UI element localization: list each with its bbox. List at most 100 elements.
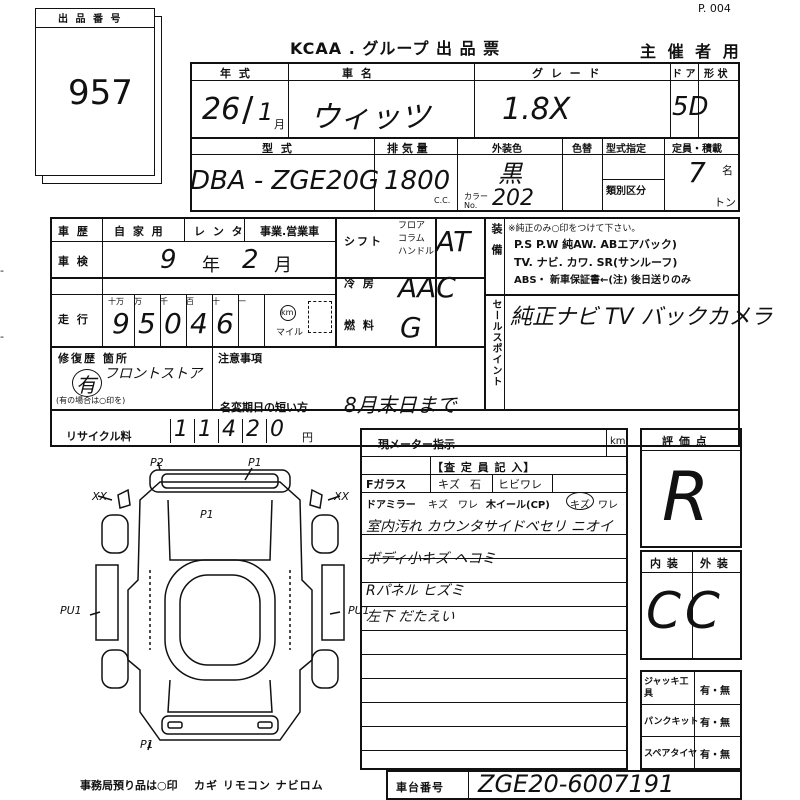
mileage-digit-label: 万 [134, 297, 142, 306]
mileage-digit: 6 [216, 307, 234, 340]
recycle-digit: 2 [246, 417, 260, 442]
remark-4: 左下 だたえい [366, 609, 455, 625]
model-value: ウィッツ [310, 100, 430, 135]
equipment-label: 装 備 [490, 223, 503, 258]
inspection-label: 車 検 [58, 255, 90, 268]
mark-top-left: P2 [150, 456, 164, 469]
mileage-digit: 9 [112, 307, 130, 340]
mileage-digit-label: 一 [238, 297, 246, 306]
shift-label: シフト [344, 235, 383, 248]
equipment-line2: TV. ナビ. カワ. SR(サンルーフ) [514, 256, 678, 269]
listing-box: 出 品 番 号 957 [35, 8, 155, 176]
mirror-opt-1: キズ [428, 500, 448, 511]
recycle-digit: 1 [174, 417, 188, 442]
wheel-opt-1: キズ [570, 500, 590, 511]
mark-top-right: P1 [248, 456, 262, 469]
grade-label: グ レ ー ド [532, 67, 602, 80]
model-code-value: DBA - ZGE20G [190, 166, 380, 196]
meter-unit: km [610, 436, 626, 447]
inspect-label: 【査 定 員 記 入】 [432, 461, 536, 474]
mileage-digit-label: 十 [212, 297, 220, 306]
interior-exterior-value: CC [646, 582, 724, 640]
mark-hood: P1 [200, 508, 214, 521]
km-unit: km [281, 308, 294, 317]
condition-grid: 車 歴 自 家 用 レ ン タ 事業.営業車 車 検 9 年 2 月 走 行 k… [50, 217, 772, 447]
mileage-digit-label: 千 [160, 297, 168, 306]
exterior-label: 外 装 [700, 557, 729, 570]
chassis-value: ZGE20-6007191 [478, 770, 675, 798]
chassis-label: 車台番号 [396, 781, 444, 794]
year-value: 26 [202, 92, 241, 127]
ext-color-value: 黒 [498, 160, 522, 188]
recycle-digit: 0 [270, 417, 284, 442]
sales-point-label: セールスポイント [490, 299, 501, 387]
puncture-kit-label: パンクキット [644, 717, 699, 727]
shift-handle: ハンドル [398, 247, 435, 257]
recycle-digit: 1 [198, 417, 212, 442]
form-title: KCAA . グループ 出 品 票 [290, 39, 501, 58]
repair-handwritten: フロントストア [104, 366, 202, 382]
category-label: 類別区分 [606, 186, 646, 197]
displacement-label: 排 気 量 [387, 142, 428, 155]
repair-note: (有の場合は○印を) [56, 396, 126, 405]
meter-current-label: 現メーター指示 [378, 438, 455, 451]
history-label: 車 歴 [58, 225, 90, 238]
inspection-year-unit: 年 [202, 255, 220, 276]
cc-unit: C.C. [434, 196, 451, 205]
displacement-value: 1800 [384, 166, 451, 196]
glass-opt-1: キズ [438, 478, 460, 491]
repair-value: 有 [76, 373, 96, 397]
deadline-value: 8月末日まで [344, 393, 457, 417]
mark-right: XX [334, 490, 350, 503]
door-label: ド ア [672, 69, 696, 80]
people-unit: 名 [722, 164, 733, 177]
ac-value: AAC [398, 271, 456, 304]
inspection-year: 9 [160, 245, 177, 275]
mark-left-side: PU1 [60, 604, 82, 617]
sales-point-value: 純正ナビ TV バックカメラ [510, 305, 773, 330]
mark-left: XX [92, 490, 108, 503]
short-period-label: 名変期日の短い方 [220, 401, 308, 414]
mileage-box [308, 301, 332, 333]
mirror-label: ドアミラー [366, 500, 416, 511]
wheel-label: 木イール(CP) [486, 500, 550, 511]
vehicle-info-grid: 年 式 車 名 グ レ ー ド ド ア 形 状 26 / 1 月 ウィッツ 1.… [190, 62, 740, 212]
fuel-value: G [400, 311, 422, 344]
recycle-unit: 円 [302, 431, 313, 444]
page-number: P. 004 [698, 2, 731, 15]
color-change-label: 色替 [572, 144, 592, 155]
mark-right-side: PU1 [348, 604, 370, 617]
evaluation-box: 評 価 点 R [640, 428, 742, 548]
glass-label: Fガラス [366, 478, 407, 491]
glass-opt-2: 石 [470, 478, 481, 491]
inspection-month-unit: 月 [274, 255, 292, 276]
capacity-label: 定員・積載 [672, 144, 722, 155]
ext-color-label: 外装色 [492, 144, 522, 155]
ac-label: 冷 房 [344, 277, 376, 290]
office-note: 事務局預り品は○印 [80, 779, 178, 792]
spare-tire-label: スペアタイヤ [644, 749, 698, 759]
inspection-box: 現メーター指示 km 【査 定 員 記 入】 Fガラス キズ 石 ヒビワレ ドア… [360, 428, 628, 770]
chassis-box: 車台番号 ZGE20-6007191 [386, 770, 742, 800]
shift-column: コラム [398, 234, 425, 244]
repair-label: 修復歴 箇所 [58, 352, 129, 365]
evaluation-value: R [662, 458, 710, 537]
remark-2: ボディ小キズ ヘコミ [366, 551, 496, 567]
mileage-digit-label: 十万 [108, 297, 124, 306]
month-value: 1 [258, 98, 274, 126]
shift-floor: フロア [398, 221, 426, 231]
recycle-digit: 4 [222, 417, 236, 442]
mileage-digit-label: 百 [186, 297, 194, 306]
equipment-line1: P.S P.W 純AW. ABエアバック) [514, 238, 677, 251]
mile-unit: マイル [276, 328, 304, 338]
sponsor-label: 主 催 者 用 [640, 42, 742, 61]
remark-3: Rパネル ヒズミ [366, 583, 465, 599]
mileage-digit: 0 [164, 307, 182, 340]
history-private: 自 家 用 [114, 225, 165, 238]
ton-unit: トン [714, 196, 736, 209]
year-label: 年 式 [220, 67, 252, 80]
mileage-label: 走 行 [58, 313, 90, 326]
interior-label: 内 装 [650, 557, 679, 570]
spare-tire-value: 有・無 [700, 750, 730, 761]
